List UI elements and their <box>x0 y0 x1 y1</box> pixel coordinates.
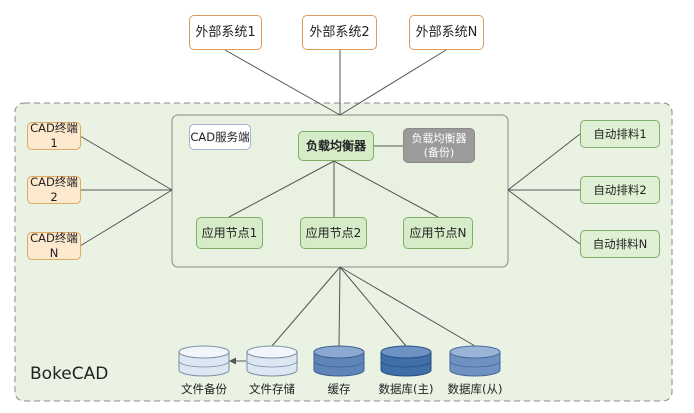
external-system-2[interactable]: 外部系统2 <box>302 15 377 50</box>
connector-term1 <box>79 135 173 191</box>
connector-lb-noden <box>333 160 439 218</box>
load-balancer-backup[interactable]: 负载均衡器 (备份) <box>403 128 475 163</box>
connector-lb-node1 <box>228 160 335 218</box>
backup-lb-line1: 负载均衡器 <box>411 131 467 145</box>
connector-store-cache <box>338 266 341 347</box>
cylinder-file-backup <box>178 345 230 377</box>
auto-layout-n[interactable]: 自动排料N <box>580 230 660 258</box>
app-node-2[interactable]: 应用节点2 <box>300 217 367 249</box>
arrow-head-file-backup <box>229 357 236 365</box>
storage-label-cache: 缓存 <box>327 382 351 396</box>
connector-ext1 <box>224 49 341 116</box>
cad-terminal-n[interactable]: CAD终端N <box>27 231 81 260</box>
storage-label-db-main: 数据库(主) <box>378 382 434 396</box>
backup-lb-line2: (备份) <box>423 145 455 159</box>
brand-label: BokeCAD <box>30 364 109 384</box>
cad-terminal-1[interactable]: CAD终端1 <box>27 121 81 150</box>
connector-extn <box>339 49 447 116</box>
connector-store-dbmain <box>339 266 407 347</box>
app-node-1[interactable]: 应用节点1 <box>196 217 263 249</box>
storage-label-file-backup: 文件备份 <box>181 382 227 396</box>
external-system-1[interactable]: 外部系统1 <box>189 15 262 50</box>
cylinder-db-slave <box>449 345 501 377</box>
connector-auton <box>507 189 581 245</box>
connector-termn <box>79 189 173 247</box>
connector-store-dbslave <box>339 266 476 347</box>
auto-layout-1[interactable]: 自动排料1 <box>580 120 660 148</box>
app-node-n[interactable]: 应用节点N <box>403 217 473 249</box>
cad-server-label: CAD服务端 <box>189 124 251 150</box>
cad-terminal-2[interactable]: CAD终端2 <box>27 175 81 204</box>
cylinder-db-main <box>380 345 432 377</box>
external-system-n[interactable]: 外部系统N <box>409 15 484 50</box>
load-balancer[interactable]: 负载均衡器 <box>298 131 374 161</box>
cylinder-file-storage <box>246 345 298 377</box>
storage-label-db-slave: 数据库(从) <box>447 382 503 396</box>
cylinder-cache <box>313 345 365 377</box>
storage-label-file-storage: 文件存储 <box>249 382 295 396</box>
connector-store-file <box>271 266 341 347</box>
connector-auto1 <box>507 133 581 191</box>
auto-layout-2[interactable]: 自动排料2 <box>580 176 660 204</box>
